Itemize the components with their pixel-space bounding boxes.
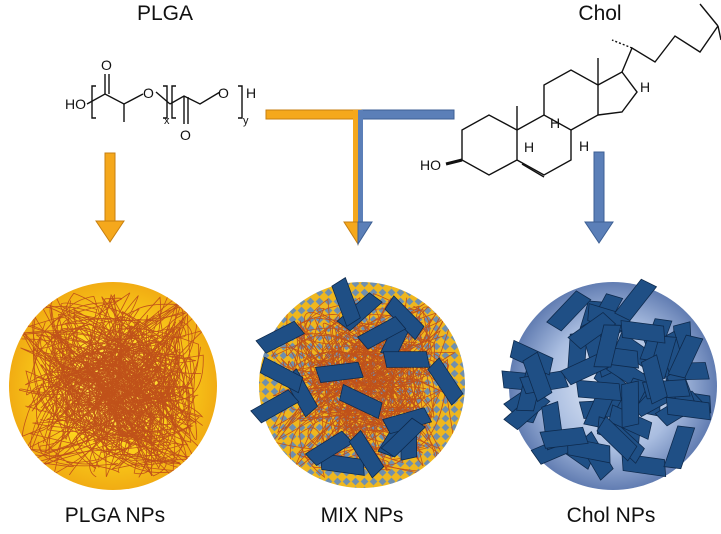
cholesterol-crystal: [427, 357, 464, 406]
cholesterol-crystal: [575, 379, 622, 402]
chol-ring-d: [597, 71, 638, 116]
chol-title: Chol: [578, 2, 622, 25]
cholesterol-crystal: [614, 278, 658, 322]
cholesterol-crystal: [356, 316, 407, 350]
plga-bracket-x-left: [91, 85, 96, 119]
polymer-fiber: [21, 318, 187, 462]
polymer-fiber: [43, 310, 155, 463]
chol-np-label: Chol NPs: [566, 504, 656, 527]
plga-o-carbonyl-1: O: [101, 57, 112, 73]
cholesterol-crystal: [522, 351, 553, 403]
plga-o-ester-2: O: [218, 85, 229, 101]
cholesterol-crystal: [382, 351, 431, 368]
cholesterol-crystal: [250, 389, 300, 424]
cholesterol-crystal: [665, 396, 711, 421]
plga-chain-2: [155, 91, 171, 105]
arrow-mix-shaft-orange: [353, 110, 358, 222]
chol-oh-bond: [445, 158, 463, 166]
polymer-fiber: [25, 316, 180, 449]
plga-np-fibers: [18, 292, 206, 478]
cholesterol-crystal: [380, 417, 426, 458]
plga-chain-3: [169, 91, 221, 105]
arrows: [95, 109, 614, 246]
cholesterol-crystal: [255, 320, 305, 354]
polymer-fiber: [66, 292, 177, 468]
chol-h-9: H: [524, 139, 534, 155]
polymer-fiber: [42, 355, 203, 464]
plga-bracket-x-right: [163, 85, 168, 119]
plga-o-ester-1: O: [143, 85, 154, 101]
polymer-fiber: [66, 305, 194, 463]
cholesterol-crystal: [663, 425, 696, 470]
cholesterol-crystal: [621, 380, 640, 429]
cholesterol-crystal: [348, 429, 385, 479]
chol-structure: HO H H H H: [420, 3, 721, 178]
arrow-plga-head: [95, 220, 125, 243]
plga-sub-x: x: [164, 115, 170, 127]
plga-o-carbonyl-2: O: [180, 127, 191, 143]
chol-ring-b: [516, 114, 572, 176]
plga-bracket-y-left: [171, 85, 176, 119]
arrow-chol-shaft: [593, 151, 605, 223]
plga-structure: HO O O x O O H y: [65, 57, 256, 143]
polymer-fiber: [36, 299, 156, 439]
plga-np-label: PLGA NPs: [64, 504, 166, 527]
chol-side-iso-1: [699, 3, 719, 27]
chol-h-8: H: [550, 115, 560, 131]
cholesterol-crystal: [640, 354, 668, 405]
cholesterol-crystal: [596, 415, 638, 462]
polymer-fiber: [71, 307, 204, 456]
plga-bracket-y-right: [238, 85, 243, 119]
arrow-chol-head: [584, 221, 614, 244]
polymer-fiber: [20, 299, 179, 434]
mix-np-crystals: [250, 276, 464, 479]
plga-chain-1: [86, 93, 144, 105]
polymer-fiber: [29, 325, 189, 458]
cholesterol-crystal: [314, 361, 364, 384]
chol-h-17: H: [640, 79, 650, 95]
arrow-mix-head-orange: [343, 221, 359, 246]
polymer-fiber: [27, 297, 169, 469]
arrow-plga-shaft: [104, 152, 116, 222]
plga-sub-y: y: [243, 115, 249, 127]
plga-h-end: H: [246, 85, 256, 101]
plga-title: PLGA: [136, 2, 194, 25]
arrow-mix-blue-bar: [361, 109, 455, 120]
polymer-fiber: [307, 297, 443, 475]
polymer-fiber: [23, 292, 180, 463]
arrow-mix-head-blue: [357, 221, 373, 246]
cholesterol-crystal: [339, 383, 383, 420]
cholesterol-crystal: [331, 276, 361, 328]
cholesterol-crystal: [667, 334, 704, 379]
cholesterol-crystal: [620, 320, 666, 344]
cholesterol-crystal: [539, 426, 589, 449]
cholesterol-crystal: [259, 356, 304, 394]
chol-ho: HO: [420, 157, 441, 173]
arrow-mix-orange-bar: [265, 109, 364, 120]
chol-double-bond: [521, 163, 545, 178]
polymer-fiber: [283, 351, 456, 431]
chol-side-methyl: [611, 39, 633, 49]
polymer-fiber: [299, 325, 401, 448]
chol-np-crystals: [501, 278, 712, 481]
cholesterol-crystal: [304, 430, 354, 466]
arrow-mix-shaft-blue: [358, 110, 363, 222]
chol-side-chain: [621, 25, 719, 73]
chol-ring-a: [461, 114, 518, 176]
mix-np-label: MIX NPs: [320, 504, 404, 527]
chol-ring-c: [543, 69, 599, 131]
chol-h-14: H: [579, 138, 589, 154]
plga-ho: HO: [65, 96, 86, 112]
cholesterol-crystal: [567, 311, 617, 350]
cholesterol-crystal: [593, 324, 622, 368]
cholesterol-crystal: [546, 290, 592, 332]
polymer-fiber: [46, 348, 181, 477]
